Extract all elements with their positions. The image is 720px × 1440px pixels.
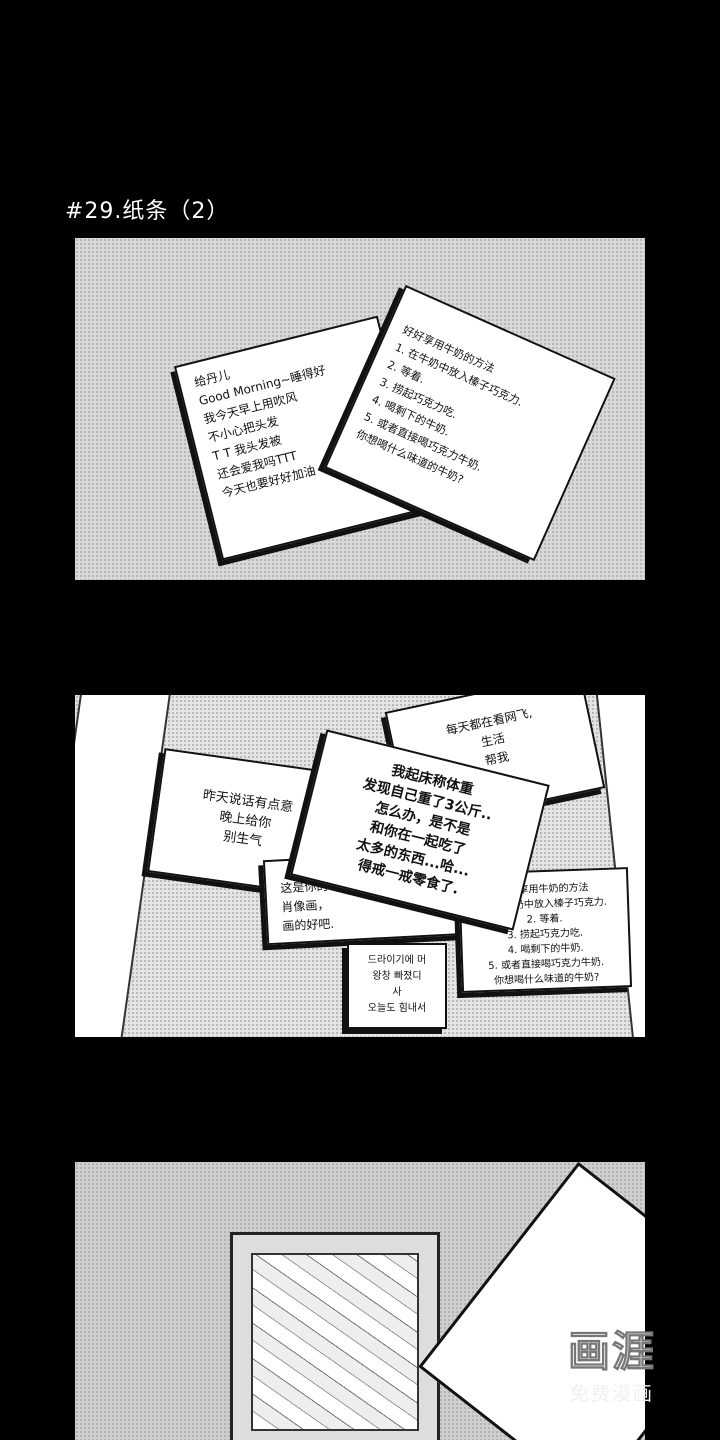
watermark: 画涯 免费漫画 [567,1318,657,1406]
comic-panel-2: 每天都在看网飞, 生活 帮我 昨天说话有点意 晚上给你 别生气 这是你的 肖像画… [75,695,645,1037]
box-of-notes [230,1232,440,1440]
notes-pile [251,1253,419,1431]
watermark-logo: 画涯 [567,1327,657,1377]
watermark-subtitle: 免费漫画 [570,1383,655,1405]
comic-panel-1: 给丹儿 Good Morning~睡得好 我今天早上用吹风 不小心把头发 T T… [75,238,645,580]
chapter-title: #29.纸条（2） [65,199,230,224]
comic-panel-3 [75,1162,645,1440]
note-korean: 드라이기에 머 왕창 빠졌디 사 오늘도 힘내서 [347,943,447,1029]
